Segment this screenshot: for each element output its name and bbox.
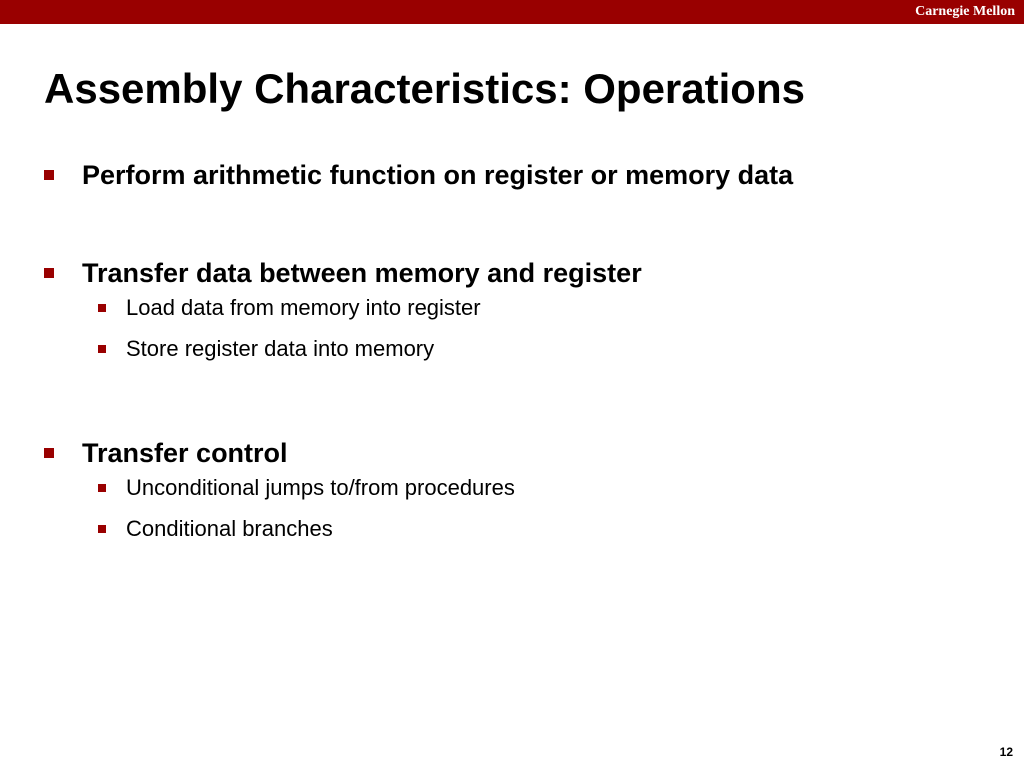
bullet-row: Transfer control xyxy=(44,434,984,472)
page-number: 12 xyxy=(999,745,1013,759)
org-name: Carnegie Mellon xyxy=(915,4,1015,19)
sub-bullet-item: Store register data into memory xyxy=(44,333,984,374)
bullet-text: Perform arithmetic function on register … xyxy=(82,160,794,190)
sub-bullet-item: Load data from memory into register xyxy=(44,292,984,333)
square-sub-bullet-icon xyxy=(98,484,106,492)
bullet-row: Perform arithmetic function on register … xyxy=(44,156,984,194)
sub-bullet-text: Unconditional jumps to/from procedures xyxy=(126,475,515,500)
sub-bullet-item: Unconditional jumps to/from procedures xyxy=(44,472,984,513)
sub-bullet-text: Load data from memory into register xyxy=(126,295,481,320)
square-sub-bullet-icon xyxy=(98,345,106,353)
sub-bullet-text: Conditional branches xyxy=(126,516,333,541)
square-bullet-icon xyxy=(44,170,54,180)
slide-title: Assembly Characteristics: Operations xyxy=(44,65,805,112)
bullet-text: Transfer data between memory and registe… xyxy=(82,258,642,288)
bullet-text: Transfer control xyxy=(82,438,288,468)
bullet-row: Transfer data between memory and registe… xyxy=(44,254,984,292)
bullet-item: Transfer data between memory and registe… xyxy=(44,254,984,374)
bullet-item: Perform arithmetic function on register … xyxy=(44,156,984,194)
sub-bullet-item: Conditional branches xyxy=(44,513,984,554)
sub-bullet-text: Store register data into memory xyxy=(126,336,435,361)
square-bullet-icon xyxy=(44,268,54,278)
square-bullet-icon xyxy=(44,448,54,458)
square-sub-bullet-icon xyxy=(98,304,106,312)
header-bar: Carnegie Mellon xyxy=(0,0,1024,24)
bullet-item: Transfer control Unconditional jumps to/… xyxy=(44,434,984,554)
square-sub-bullet-icon xyxy=(98,525,106,533)
